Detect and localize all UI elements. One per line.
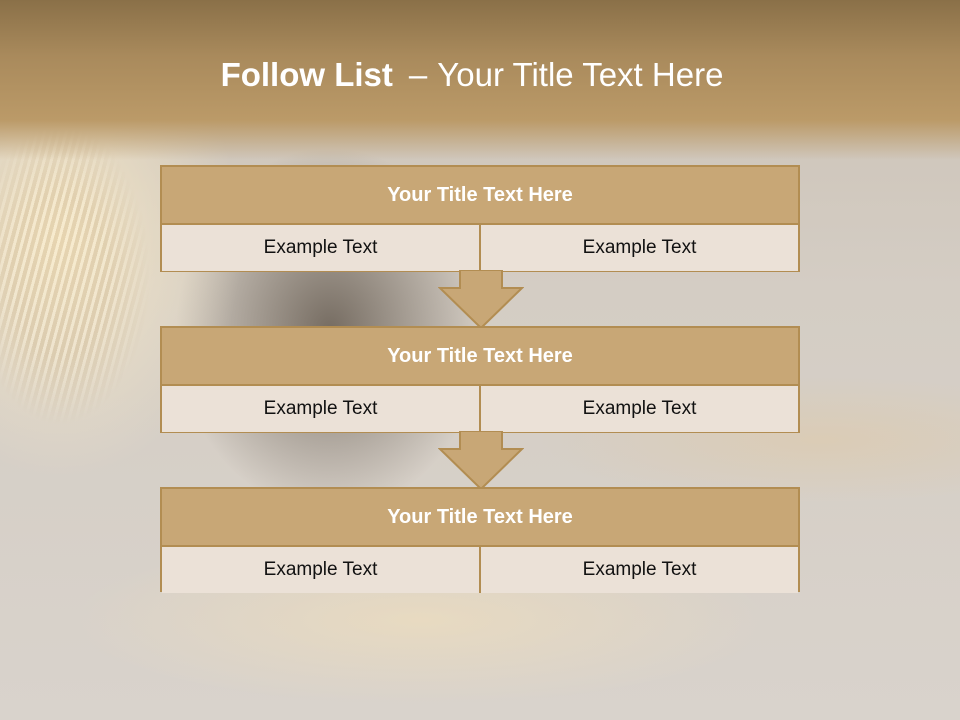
block-cell-right: Example Text	[479, 386, 798, 432]
block-row: Example Text Example Text	[162, 225, 798, 271]
title-rest-part: Your Title Text Here	[437, 56, 724, 93]
block-cell-left: Example Text	[162, 225, 479, 271]
block-title: Your Title Text Here	[162, 328, 798, 386]
block-title: Your Title Text Here	[162, 489, 798, 547]
slide-title: Follow List–Your Title Text Here	[0, 56, 944, 94]
block-cell-right: Example Text	[479, 547, 798, 593]
follow-list-block-1: Your Title Text Here Example Text Exampl…	[160, 165, 800, 272]
block-cell-right: Example Text	[479, 225, 798, 271]
title-separator: –	[408, 56, 428, 93]
block-title: Your Title Text Here	[162, 167, 798, 225]
follow-list-block-3: Your Title Text Here Example Text Exampl…	[160, 487, 800, 593]
horse-mane-texture	[0, 130, 150, 490]
block-row: Example Text Example Text	[162, 386, 798, 432]
header-band	[0, 0, 960, 160]
block-cell-left: Example Text	[162, 547, 479, 593]
down-arrow-icon	[438, 270, 524, 330]
title-bold-part: Follow List	[220, 56, 393, 93]
block-row: Example Text Example Text	[162, 547, 798, 593]
down-arrow-icon	[438, 431, 524, 491]
follow-list-block-2: Your Title Text Here Example Text Exampl…	[160, 326, 800, 433]
block-cell-left: Example Text	[162, 386, 479, 432]
